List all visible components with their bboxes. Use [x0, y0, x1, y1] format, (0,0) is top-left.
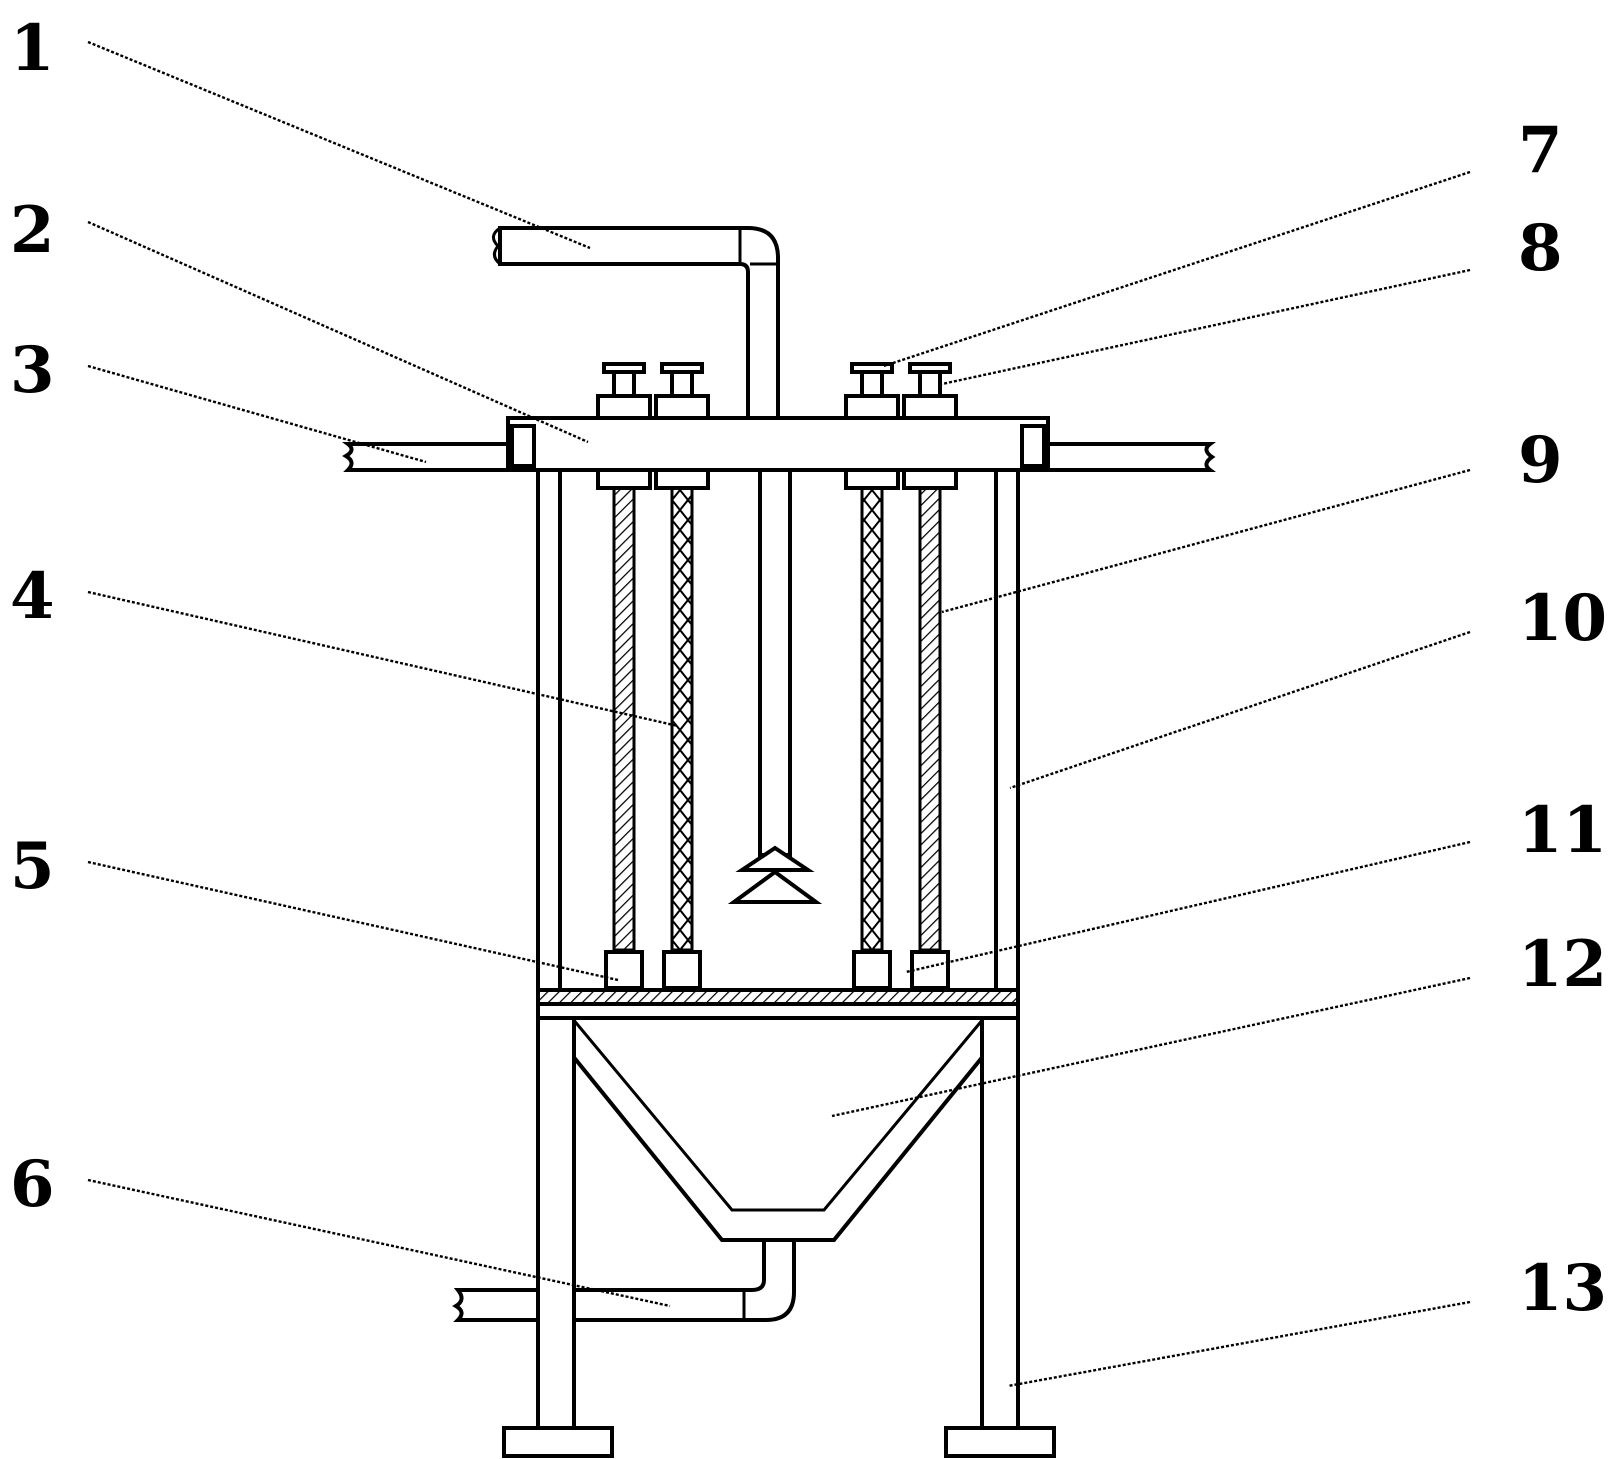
inlet-pipe [492, 226, 823, 904]
cone-hopper [537, 1016, 1019, 1242]
label-3: 3 [10, 333, 55, 408]
label-12: 12 [1518, 927, 1607, 1002]
label-7: 7 [1518, 113, 1563, 188]
support-plate [536, 988, 1020, 1020]
top-cover [506, 416, 1050, 472]
label-4: 4 [10, 559, 55, 634]
label-2: 2 [10, 193, 55, 268]
label-8: 8 [1518, 211, 1563, 286]
support-legs [502, 1016, 1056, 1458]
label-5: 5 [10, 829, 55, 904]
label-11: 11 [1518, 793, 1607, 868]
label-1: 1 [10, 11, 55, 86]
leader-lines [87, 40, 1471, 1388]
part-numbers: 1 2 3 4 5 6 7 8 9 10 11 12 13 [10, 11, 1607, 1326]
bottom-clamps [604, 950, 950, 990]
label-10: 10 [1518, 581, 1607, 656]
label-13: 13 [1518, 1251, 1607, 1326]
drain-pipe [452, 1238, 796, 1322]
label-9: 9 [1518, 423, 1563, 498]
label-6: 6 [10, 1147, 55, 1222]
